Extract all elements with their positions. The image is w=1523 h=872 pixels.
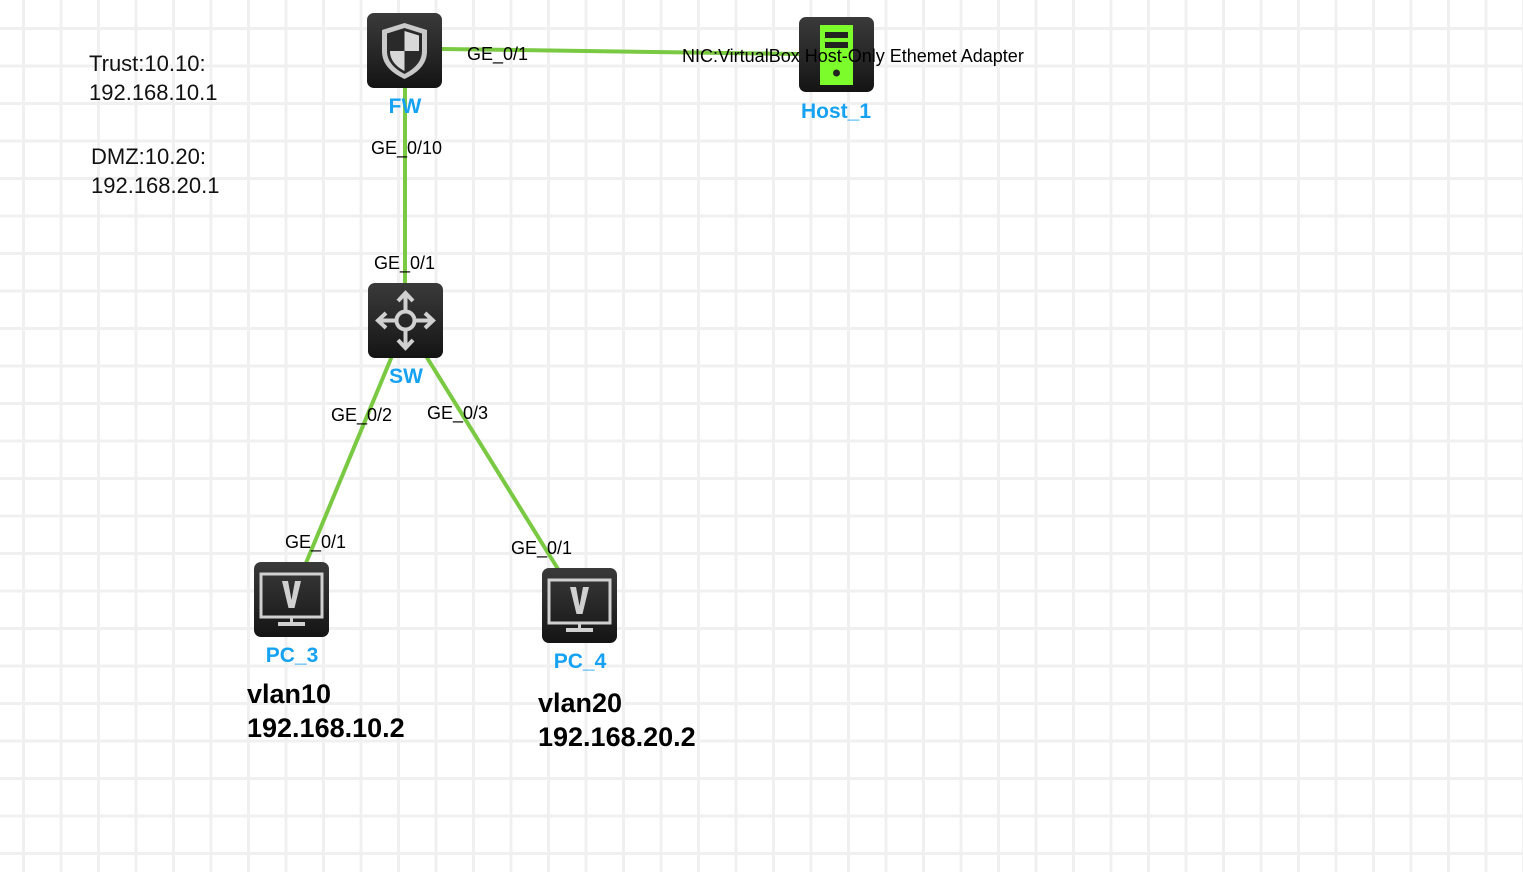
node-sw[interactable] [368,283,443,358]
host-device[interactable] [799,17,874,92]
dmz-zone-line2: 192.168.20.1 [91,173,220,198]
link-sw-pc4[interactable] [424,354,560,571]
pc3-vlan-note: vlan10 192.168.10.2 [247,677,405,745]
shield-icon [382,23,427,79]
switch-device[interactable] [368,283,443,358]
dmz-zone-note: DMZ:10.20: 192.168.20.1 [91,142,219,200]
port-label-sw-ge0-2: GE_0/2 [331,405,393,425]
link-sw-pc3[interactable] [304,355,394,564]
trust-zone-line1: Trust:10.10: [89,51,206,76]
node-pc3[interactable] [254,562,329,637]
pc4-device[interactable] [542,568,617,643]
node-host1-label: Host_1 [800,100,872,123]
four-way-arrows-icon [375,290,436,351]
port-label-sw-ge0-1: GE_0/1 [374,253,436,273]
dmz-zone-line1: DMZ:10.20: [91,144,206,169]
port-label-pc4-ge0-1: GE_0/1 [511,538,573,558]
port-label-sw-ge0-3: GE_0/3 [427,403,489,423]
pc4-ip: 192.168.20.2 [538,722,696,752]
port-label-pc3-ge0-1: GE_0/1 [285,532,347,552]
port-label-fw-ge0-10: GE_0/10 [371,138,443,158]
node-sw-label: SW [389,365,423,388]
node-pc4[interactable] [542,568,617,643]
pc4-vlan-note: vlan20 192.168.20.2 [538,686,696,754]
monitor-v-icon [259,572,324,626]
node-pc4-label: PC_4 [553,650,607,673]
trust-zone-note: Trust:10.10: 192.168.10.1 [89,49,217,107]
node-fw-label: FW [388,95,422,118]
pc3-device[interactable] [254,562,329,637]
node-host1[interactable] [799,17,874,92]
node-pc3-label: PC_3 [265,644,319,667]
pc3-vlan: vlan10 [247,679,332,709]
pc3-ip: 192.168.10.2 [247,713,405,743]
monitor-v-icon [547,578,612,632]
port-label-host1-nic: NIC:VirtualBox Host-Only Ethemet Adapter [682,46,1024,66]
port-label-fw-ge0-1: GE_0/1 [467,44,529,64]
trust-zone-line2: 192.168.10.1 [89,80,218,105]
link-fw-host1[interactable] [441,47,801,56]
firewall-device[interactable] [367,13,442,88]
node-fw[interactable] [367,13,442,88]
server-tower-icon [820,25,853,85]
pc4-vlan: vlan20 [538,688,623,718]
